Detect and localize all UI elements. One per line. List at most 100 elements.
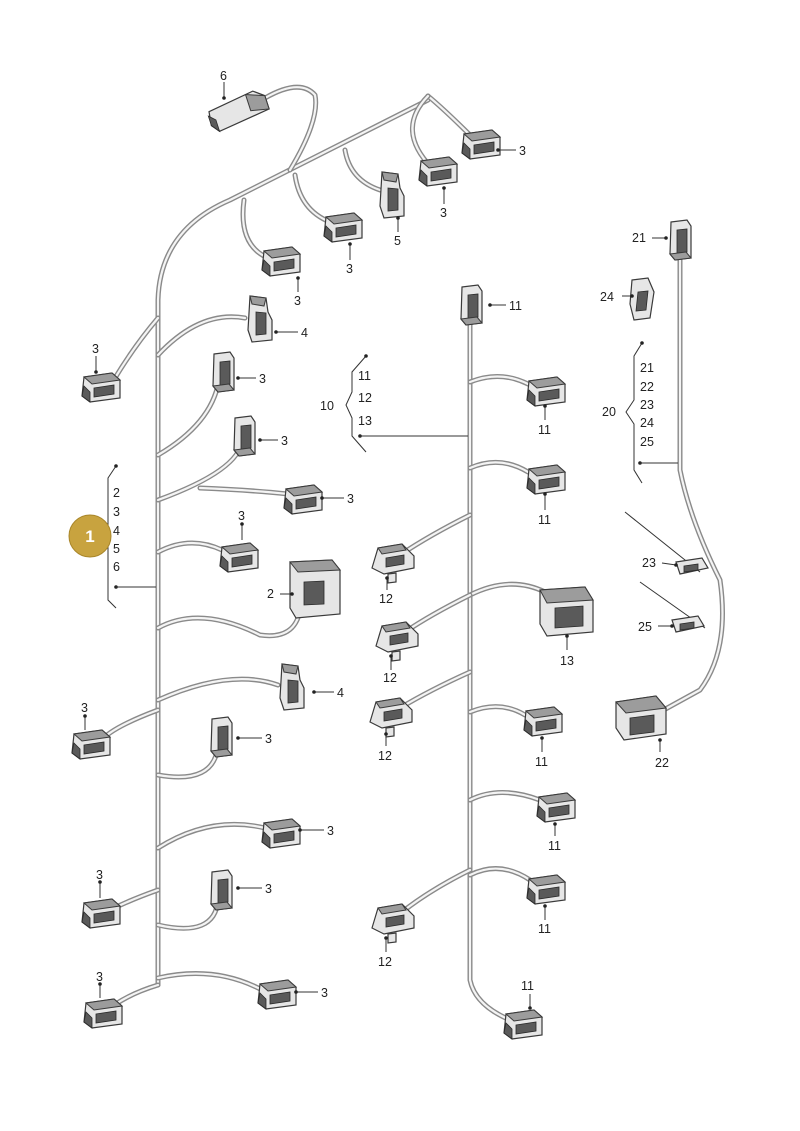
bracket-mid-number: 10 (320, 399, 334, 413)
callout-3-left-bottom: 3 (96, 970, 103, 984)
connector-12-b (375, 621, 419, 662)
connector-3-left-lower (81, 898, 121, 929)
callout-12-a: 12 (379, 592, 393, 606)
connector-12-a (371, 543, 415, 584)
callout-3-vertical-3: 3 (265, 732, 272, 746)
callout-11-e: 11 (538, 922, 551, 936)
bracket-right-item-2: 22 (640, 380, 654, 394)
callout-22: 22 (655, 756, 669, 770)
callout-2: 2 (267, 587, 274, 601)
connectors (71, 90, 709, 1040)
bracket-right-item-3: 23 (640, 398, 654, 412)
connector-21 (669, 219, 692, 261)
connector-3-left-mid (71, 729, 111, 760)
callout-3-horizontal-1: 3 (347, 492, 354, 506)
connector-3-upper-left (261, 246, 301, 277)
connector-11-c (523, 706, 563, 737)
left-harness-wires (97, 84, 478, 1015)
bracket-right-number: 20 (602, 405, 616, 419)
callout-3-vertical-2: 3 (281, 434, 288, 448)
connector-24 (629, 277, 655, 321)
bracket-right-item-1: 21 (640, 361, 654, 375)
callout-3-horizontal-2: 3 (238, 509, 245, 523)
connector-3-horizontal-4 (257, 979, 297, 1010)
connector-3-top-right (461, 129, 501, 160)
callout-11-b: 11 (538, 513, 551, 527)
callout-4-upper: 4 (301, 326, 308, 340)
callout-3-left-upper: 3 (92, 342, 99, 356)
callout-13: 13 (560, 654, 574, 668)
connector-3-horizontal-2 (219, 542, 259, 573)
connector-3-horizontal-1 (283, 484, 323, 515)
bracket-right-item-5: 25 (640, 435, 654, 449)
connector-3-top-mid (418, 156, 458, 187)
connector-25-tie (671, 615, 705, 633)
bracket-mid: 10 11 12 13 (320, 354, 468, 453)
callout-3-left-mid: 3 (81, 701, 88, 715)
connector-6 (207, 90, 270, 133)
connector-11-d (536, 792, 576, 823)
callout-6: 6 (220, 69, 227, 83)
callout-labels: 6 3 3 5 3 3 4 3 3 3 3 3 2 4 3 3 3 3 3 3 … (81, 69, 669, 1000)
connector-12-c (369, 697, 413, 738)
callout-12-d: 12 (378, 955, 392, 969)
connector-12-d (371, 903, 415, 944)
connector-3-vertical-3 (210, 716, 233, 758)
connector-3-vertical-1 (212, 351, 235, 393)
bracket-left-item-2: 3 (113, 505, 120, 519)
callout-4-lower: 4 (337, 686, 344, 700)
callout-12-c: 12 (378, 749, 392, 763)
connector-4-upper (247, 295, 273, 343)
callout-11-top: 11 (509, 299, 522, 313)
callout-11-c: 11 (535, 755, 548, 769)
connector-3-vertical-4 (210, 869, 233, 911)
connector-5 (379, 171, 405, 219)
badge-label: 1 (85, 527, 94, 546)
callout-3-left-lower: 3 (96, 868, 103, 882)
bracket-mid-item-2: 12 (358, 391, 372, 405)
callout-24: 24 (600, 290, 614, 304)
callout-3-upper-center: 3 (346, 262, 353, 276)
connector-4-lower (279, 663, 305, 711)
callout-11-bottom: 11 (521, 979, 534, 993)
connector-3-horizontal-3 (261, 818, 301, 849)
connector-11-top (460, 284, 483, 326)
callout-23: 23 (642, 556, 656, 570)
bracket-right-item-4: 24 (640, 416, 654, 430)
leader-lines (83, 82, 678, 1010)
callout-25: 25 (638, 620, 652, 634)
callout-3-upper-left: 3 (294, 294, 301, 308)
callout-21: 21 (632, 231, 646, 245)
right-cable-wires (624, 257, 725, 715)
connector-3-vertical-2 (233, 415, 256, 457)
bracket-mid-item-1: 11 (358, 369, 371, 383)
callout-3-top-mid: 3 (440, 206, 447, 220)
bracket-left-item-3: 4 (113, 524, 120, 538)
connector-3-left-bottom (83, 998, 123, 1029)
connector-11-e (526, 874, 566, 905)
callout-3-horizontal-3: 3 (327, 824, 334, 838)
callout-11-a: 11 (538, 423, 551, 437)
callout-5: 5 (394, 234, 401, 248)
callout-11-d: 11 (548, 839, 561, 853)
bracket-left-item-5: 6 (113, 560, 120, 574)
bracket-mid-item-3: 13 (358, 414, 372, 428)
callout-3-horizontal-4: 3 (321, 986, 328, 1000)
connector-22 (615, 695, 667, 741)
bracket-left: 2 3 4 5 6 (107, 464, 156, 609)
connector-2-module (288, 559, 342, 619)
connector-3-upper-center (323, 212, 363, 243)
connector-11-b (526, 464, 566, 495)
connector-11-a (526, 376, 566, 407)
bracket-right: 20 21 22 23 24 25 (602, 341, 678, 484)
connector-23-tie (675, 557, 709, 575)
connector-11-bottom (503, 1009, 543, 1040)
badge: 1 (68, 514, 112, 558)
callout-3-top-right: 3 (519, 144, 526, 158)
callout-12-b: 12 (383, 671, 397, 685)
callout-3-vertical-1: 3 (259, 372, 266, 386)
middle-harness-wires (397, 315, 548, 1023)
connector-13 (539, 586, 594, 637)
bracket-left-item-1: 2 (113, 486, 120, 500)
